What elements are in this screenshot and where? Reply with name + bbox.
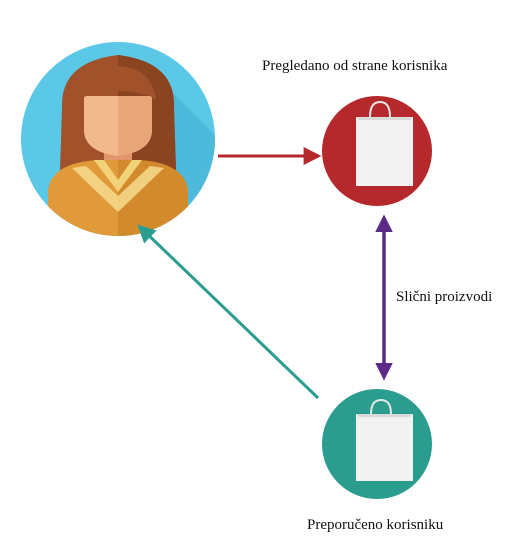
- recommended-label: Preporučeno korisniku: [307, 517, 444, 533]
- similar-products-label: Slični proizvodi: [396, 289, 493, 305]
- recommended-product-node: [322, 389, 432, 499]
- viewed-label: Pregledano od strane korisnika: [262, 58, 448, 74]
- arrow-recommended-to-user: [137, 224, 320, 400]
- user-avatar-icon: [21, 42, 215, 236]
- shopping-bag-icon: [356, 100, 413, 186]
- viewed-product-node: [322, 96, 432, 206]
- shopping-bag-icon: [356, 398, 413, 481]
